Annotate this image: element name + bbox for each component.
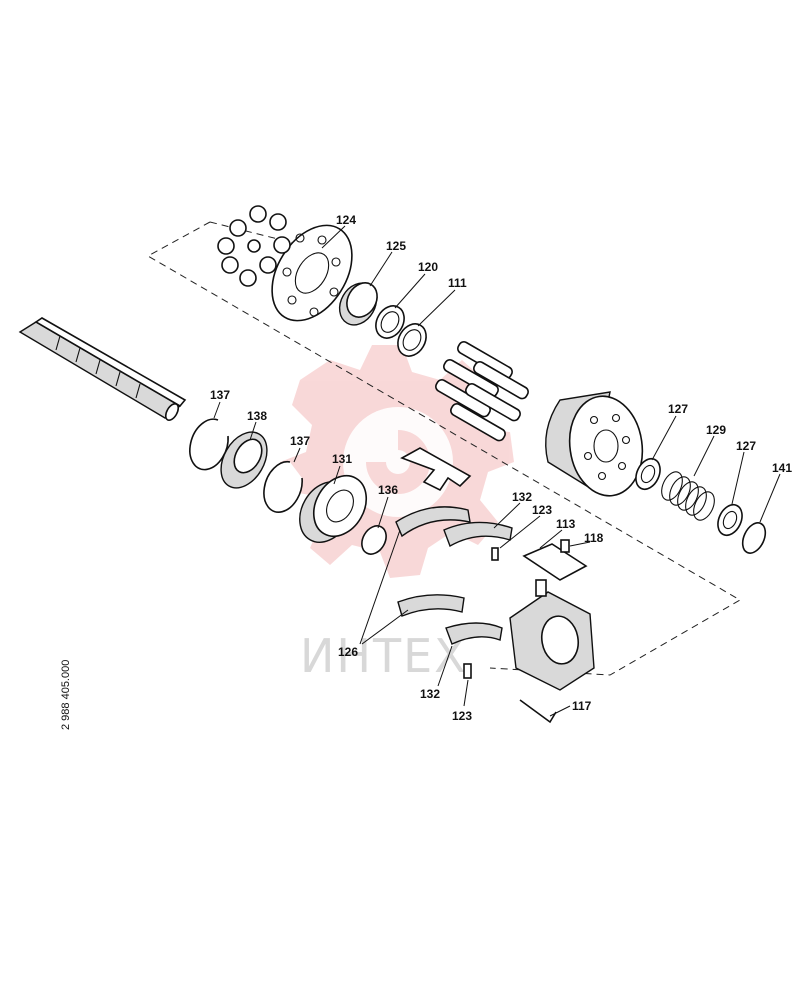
label-120: 120 bbox=[418, 260, 438, 274]
part-bracket bbox=[400, 447, 472, 492]
document-number: 2 988 405.000 bbox=[60, 660, 72, 730]
part-cylinder-barrel bbox=[545, 391, 644, 497]
label-132-bottom: 132 bbox=[420, 687, 440, 701]
label-138: 138 bbox=[247, 409, 267, 423]
label-125: 125 bbox=[386, 239, 406, 253]
part-drive-shaft bbox=[18, 317, 187, 421]
part-132-cage-top bbox=[443, 521, 513, 548]
label-129: 129 bbox=[706, 423, 726, 437]
part-138-shaft-seal bbox=[220, 431, 268, 489]
label-111: 111 bbox=[448, 276, 467, 290]
label-126: 126 bbox=[338, 645, 358, 659]
label-132-top: 132 bbox=[512, 490, 532, 504]
part-131-roller-bearing bbox=[299, 475, 368, 543]
label-136: 136 bbox=[378, 483, 398, 497]
part-pistons bbox=[435, 341, 529, 442]
part-slipper-cluster bbox=[217, 205, 291, 287]
part-126-shell-top bbox=[395, 506, 471, 538]
watermark-text: ИНТЕХ bbox=[300, 629, 468, 683]
part-118-screw bbox=[560, 539, 570, 553]
part-127-washer-2 bbox=[717, 503, 743, 537]
part-132-cage-bottom bbox=[445, 622, 503, 645]
label-127-left: 127 bbox=[668, 402, 688, 416]
label-123-top: 123 bbox=[532, 503, 552, 517]
label-113: 113 bbox=[556, 517, 576, 531]
label-141: 141 bbox=[772, 461, 792, 475]
label-123-bottom: 123 bbox=[452, 709, 472, 723]
part-113-plate bbox=[522, 543, 588, 581]
part-141-circlip bbox=[741, 522, 767, 554]
label-117: 117 bbox=[572, 699, 592, 713]
part-127-washer bbox=[635, 457, 661, 491]
label-137-top: 137 bbox=[210, 388, 230, 402]
part-125-ball-guide bbox=[338, 282, 378, 326]
part-labels: 124 125 120 111 137 138 137 131 136 132 … bbox=[210, 213, 792, 723]
part-123-pin-bottom bbox=[463, 663, 472, 679]
part-swashplate-housing bbox=[509, 579, 595, 691]
label-118: 118 bbox=[584, 531, 604, 545]
label-131: 131 bbox=[332, 452, 352, 466]
part-136-ring bbox=[361, 525, 387, 555]
part-126-shell-bottom bbox=[397, 594, 465, 617]
part-124-retaining-plate bbox=[271, 224, 353, 322]
label-137-middle: 137 bbox=[290, 434, 310, 448]
part-123-pin-top bbox=[491, 547, 499, 561]
part-117-hex-key bbox=[519, 699, 557, 724]
label-124: 124 bbox=[336, 213, 356, 227]
leader-lines bbox=[213, 225, 781, 717]
part-129-spring bbox=[661, 471, 715, 521]
part-137-circlip-2 bbox=[263, 460, 303, 513]
label-127-right: 127 bbox=[736, 439, 756, 453]
assembly-guide-top bbox=[209, 221, 331, 253]
